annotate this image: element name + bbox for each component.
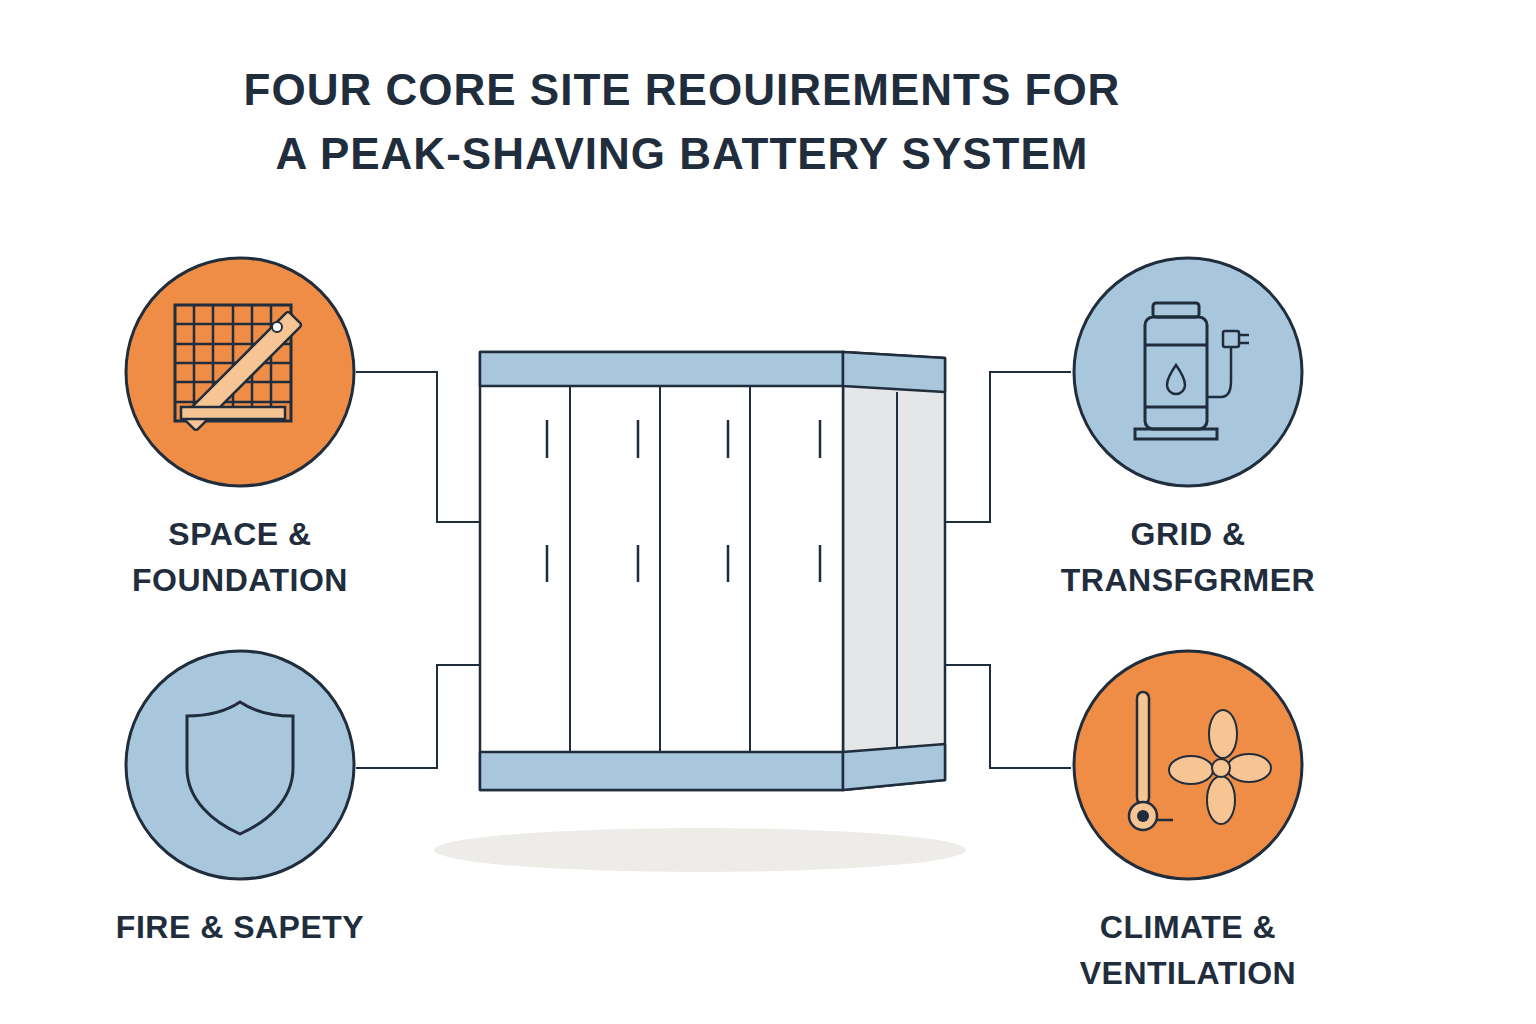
diagram-title: FOUR CORE SITE REOUIREMENTS FOR A PEAK-S…: [142, 58, 1222, 186]
requirement-circle: CLIMATE & VENTILATION: [1044, 650, 1332, 996]
circle-fill: [1074, 651, 1302, 879]
requirement-icon: [187, 702, 293, 834]
circle-outline: [123, 648, 357, 882]
circle-outline: [1071, 648, 1305, 882]
circle-fill: [126, 651, 354, 879]
requirement-label: CLIMATE & VENTILATION: [1044, 904, 1332, 996]
cabinet-shadow: [434, 828, 966, 872]
requirement-icon: [175, 305, 302, 431]
circle-outline: [1071, 255, 1305, 489]
circle-outline: [123, 255, 357, 489]
requirement-circle: SPACE & FOUNDATION: [96, 257, 384, 603]
circle-fill: [1074, 258, 1302, 486]
requirement-label: GRID & TRANSFGRMER: [1044, 511, 1332, 603]
battery-cabinet: [480, 352, 945, 790]
requirement-label: FIRE & SAPETY: [96, 904, 384, 950]
requirement-label: SPACE & FOUNDATION: [96, 511, 384, 603]
requirement-circle: FIRE & SAPETY: [96, 650, 384, 950]
circle-fill: [126, 258, 354, 486]
requirement-icon: [1129, 692, 1271, 830]
requirement-icon: [1135, 303, 1249, 439]
requirement-circle: GRID & TRANSFGRMER: [1044, 257, 1332, 603]
